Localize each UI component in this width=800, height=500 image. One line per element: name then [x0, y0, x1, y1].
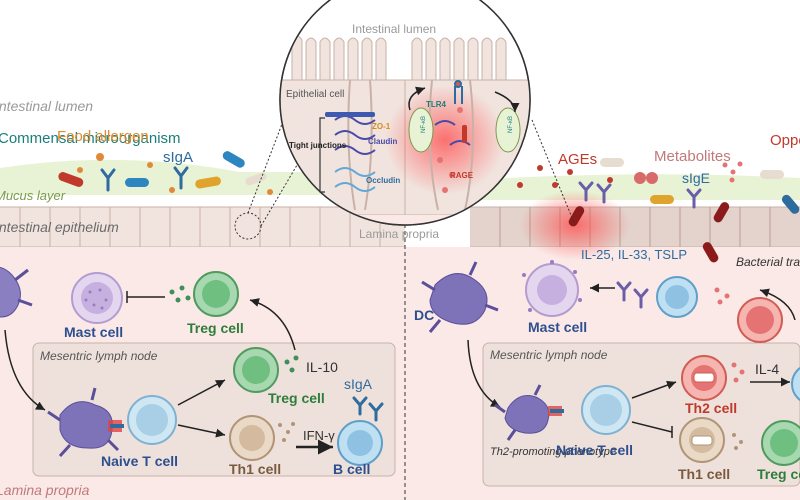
food-allergen-dots [77, 153, 273, 195]
age-particles [517, 165, 613, 188]
left-lumen-label: Intestinal lumen [0, 98, 93, 114]
dendritic-cell-left [0, 266, 33, 318]
left-lamina-label: Lamina propria [0, 482, 90, 498]
siga-antibody-icon [100, 166, 189, 192]
naive-label-right: Naive T cell [556, 442, 633, 458]
naive-label-left: Naive T cell [101, 453, 178, 469]
lymph-node-label-left: Mesentric lymph node [40, 349, 158, 363]
treg-cell-mid [233, 347, 279, 393]
th2-cell [681, 355, 727, 401]
th1-cell-left [229, 415, 275, 461]
bcell-label: B cell [333, 461, 370, 477]
metabolite-dots [722, 161, 743, 183]
naive-t-cell-left [127, 395, 177, 445]
dc-label: DC [414, 307, 434, 323]
inset-zo1-label: ZO-1 [372, 122, 391, 131]
il10-label: IL-10 [306, 359, 338, 375]
inset-claudin-label: Claudin [368, 137, 397, 146]
inset-tlr4-label: TLR4 [426, 100, 447, 109]
metabolites-label: Metabolites [654, 148, 731, 165]
inset-nfkb-right-label: NF-κB [508, 116, 514, 133]
naive-t-cell-right [581, 385, 631, 435]
commensal-label: Commensal microorganism [0, 130, 181, 147]
epithelium-label: Intestinal epithelium [0, 219, 119, 235]
b-cell-edge [791, 366, 800, 402]
treg-cell-right [761, 420, 800, 466]
mucus-layer-label: Mucus layer [0, 188, 66, 203]
inset-epithelial-label: Epithelial cell [286, 89, 344, 100]
siga-top-label: sIgA [163, 149, 193, 166]
sige-label: sIgE [682, 170, 710, 186]
mast-label-right: Mast cell [528, 319, 587, 335]
b-cell [337, 420, 383, 466]
pathogen-bacteria [568, 158, 800, 263]
opportunistic-label: Opportunistic pathogen [770, 132, 800, 149]
siga-bottom-label: sIgA [344, 376, 373, 392]
lymph-node-label-right: Mesentric lymph node [490, 348, 608, 362]
dendritic-cell-lymph-right [494, 384, 550, 441]
mast-cell-label: Mast cell [64, 324, 123, 340]
th2-promoting-label: Th2-promoting phenotype [490, 446, 616, 458]
inset-lumen-label: Intestinal lumen [352, 22, 436, 36]
siga-antibody-bottom-icon [352, 396, 384, 422]
dendritic-cell-lymph-left [47, 387, 120, 458]
tight-junction-inset [279, 0, 531, 226]
treg-cytokines-top [169, 285, 191, 303]
food-allergen-label: Food allergen [57, 128, 149, 145]
th1-cell-right [679, 417, 725, 463]
sige-antibody-icon [578, 181, 702, 209]
inset-nfkb-left-label: NF-κB [421, 116, 427, 133]
bacterial-translocation-label: Bacterial translocation [736, 255, 800, 269]
il4-label: IL-4 [755, 361, 779, 377]
th1-label-right: Th1 cell [678, 466, 730, 482]
th1-label-left: Th1 cell [229, 461, 281, 477]
th2-cell-top [737, 297, 783, 343]
ages-label: AGEs [558, 151, 597, 168]
treg-cell-top [193, 271, 239, 317]
inset-occludin-label: Occludin [366, 176, 400, 185]
inset-lamina-label: Lamina propria [359, 227, 439, 241]
th2-label: Th2 cell [685, 400, 737, 416]
mast-cell-right [522, 260, 582, 317]
inset-rage-label: RAGE [450, 171, 474, 180]
commensal-bacteria [58, 151, 267, 189]
b-cell-right [656, 276, 698, 318]
inset-tight-label: Tight junctions [289, 141, 347, 150]
ifng-label: IFN-γ [303, 428, 335, 443]
mast-cell-left [71, 272, 123, 324]
treg-mid-label: Treg cell [268, 390, 325, 406]
treg-label-right: Treg cell [757, 466, 800, 482]
treg-top-label: Treg cell [187, 320, 244, 336]
lymph-node-box-left [32, 342, 396, 477]
il-cytokines-label: IL-25, IL-33, TSLP [581, 247, 687, 262]
dendritic-cell-right [421, 261, 499, 333]
